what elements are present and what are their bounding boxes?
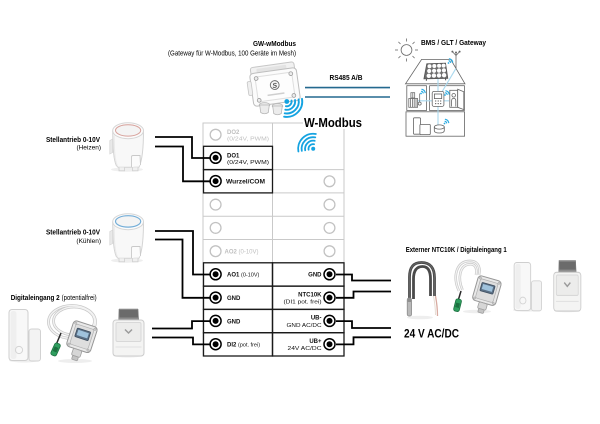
svg-text:Stellantrieb 0-10V: Stellantrieb 0-10V [46, 137, 100, 144]
svg-text:NTC10K: NTC10K [298, 292, 322, 298]
svg-text:Externer NTC10K / Digitaleinga: Externer NTC10K / Digitaleingang 1 [406, 245, 507, 254]
svg-text:AO1 (0-10V): AO1 (0-10V) [227, 273, 260, 279]
svg-text:24V AC/DC: 24V AC/DC [288, 346, 322, 352]
svg-text:(Gateway für W-Modbus, 100 Ger: (Gateway für W-Modbus, 100 Geräte im Mes… [168, 51, 296, 58]
svg-text:AO2 (0-10V): AO2 (0-10V) [225, 249, 259, 255]
svg-text:(0/24V, PWM): (0/24V, PWM) [227, 137, 269, 143]
svg-text:Digitaleingang 2 (potentialfre: Digitaleingang 2 (potentialfrei) [11, 295, 97, 302]
svg-text:GND: GND [227, 296, 241, 302]
svg-text:BMS / GLT / Gateway: BMS / GLT / Gateway [421, 38, 487, 47]
svg-text:DO1: DO1 [227, 153, 240, 159]
svg-text:(DI1 pot. frei): (DI1 pot. frei) [284, 300, 322, 306]
svg-text:GW-wModbus: GW-wModbus [253, 41, 296, 48]
svg-text:(Heizen): (Heizen) [76, 145, 101, 152]
svg-text:W-Modbus: W-Modbus [304, 115, 362, 130]
svg-text:GND: GND [227, 319, 241, 325]
svg-text:24 V AC/DC: 24 V AC/DC [404, 327, 459, 341]
svg-text:GND: GND [308, 273, 322, 279]
svg-text:DO2: DO2 [227, 130, 240, 136]
svg-text:Wurzel/COM: Wurzel/COM [226, 180, 265, 186]
svg-text:(0/24V, PWM): (0/24V, PWM) [227, 160, 269, 166]
svg-text:DI2 (pot. frei): DI2 (pot. frei) [227, 343, 260, 349]
svg-text:RS485 A/B: RS485 A/B [330, 73, 364, 82]
svg-text:UB-: UB- [311, 316, 322, 322]
svg-text:UB+: UB+ [309, 339, 322, 345]
svg-text:GND AC/DC: GND AC/DC [287, 323, 322, 329]
svg-text:Stellantrieb 0-10V: Stellantrieb 0-10V [46, 230, 100, 237]
svg-text:S: S [272, 82, 278, 90]
svg-text:(Kühlen): (Kühlen) [76, 238, 101, 245]
